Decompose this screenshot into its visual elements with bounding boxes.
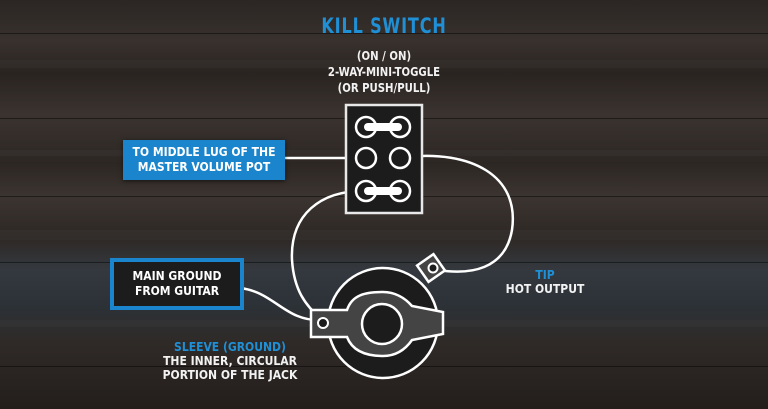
wire-sleeve xyxy=(290,189,368,322)
tip-label: TIP HOT OUTPUT xyxy=(500,268,590,296)
tip-heading: TIP xyxy=(535,268,555,282)
switch-mode: (ON / ON) xyxy=(356,48,412,63)
sleeve-label: SLEEVE (GROUND) THE INNER, CIRCULAR PORT… xyxy=(160,340,300,382)
switch-alternative: (OR PUSH/PULL) xyxy=(337,80,431,95)
output-jack-icon xyxy=(309,252,447,380)
diagram-title: KILL SWITCH xyxy=(321,14,447,38)
kill-switch-icon xyxy=(344,103,424,215)
main-ground-label: MAIN GROUND FROM GUITAR xyxy=(110,258,244,310)
main-ground-line-1: MAIN GROUND xyxy=(132,269,222,283)
sleeve-text-1: THE INNER, CIRCULAR xyxy=(163,354,297,368)
sleeve-heading: SLEEVE (GROUND) xyxy=(174,340,286,354)
volume-pot-label: TO MIDDLE LUG OF THE MASTER VOLUME POT xyxy=(123,140,285,180)
switch-type: 2-WAY-MINI-TOGGLE xyxy=(327,64,441,79)
switch-description: (ON / ON) 2-WAY-MINI-TOGGLE (OR PUSH/PUL… xyxy=(0,48,768,96)
tip-text: HOT OUTPUT xyxy=(505,282,585,296)
volume-pot-line-2: MASTER VOLUME POT xyxy=(137,160,271,174)
sleeve-text-2: PORTION OF THE JACK xyxy=(162,368,298,382)
wire-tip xyxy=(404,154,515,273)
wire-ground xyxy=(238,286,324,322)
main-ground-line-2: FROM GUITAR xyxy=(134,284,220,298)
volume-pot-line-1: TO MIDDLE LUG OF THE xyxy=(132,145,276,159)
